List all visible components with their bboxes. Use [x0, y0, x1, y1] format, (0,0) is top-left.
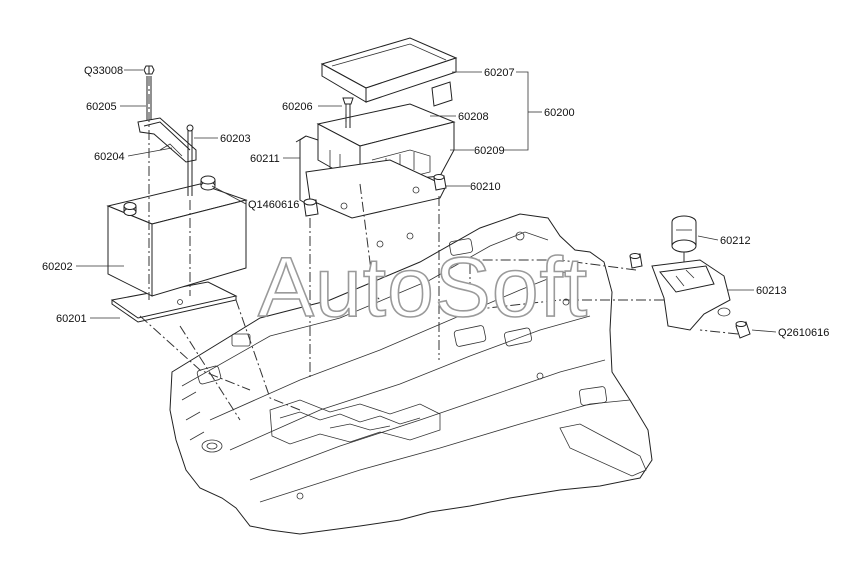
callout-60206: 60206	[282, 101, 313, 113]
callout-60200: 60200	[544, 107, 575, 119]
fuse-box-bracket	[295, 135, 447, 219]
callout-60210: 60210	[470, 181, 501, 193]
callout-60209: 60209	[474, 145, 505, 157]
callout-60208: 60208	[458, 111, 489, 123]
callout-60213: 60213	[756, 285, 787, 297]
socket-and-bracket	[629, 215, 751, 339]
callout-60211: 60211	[250, 153, 280, 165]
callout-60201: 60201	[56, 313, 87, 325]
callout-q2610616: Q2610616	[778, 327, 829, 339]
callout-60207: 60207	[484, 67, 515, 79]
callout-q33008: Q33008	[84, 65, 123, 77]
callout-60203: 60203	[220, 133, 251, 145]
battery	[106, 175, 248, 297]
leader-lines	[76, 69, 777, 333]
callout-60205: 60205	[86, 101, 117, 113]
callout-q1460616: Q1460616	[248, 199, 299, 211]
callout-60202: 60202	[42, 261, 73, 273]
fuse-box-cover	[320, 37, 458, 107]
hold-down-clamp	[137, 65, 197, 196]
callout-60212: 60212	[720, 235, 751, 247]
watermark-text: AutoSoft	[258, 240, 588, 334]
callout-60204: 60204	[94, 151, 125, 163]
assembly-guide-lines	[139, 76, 739, 421]
